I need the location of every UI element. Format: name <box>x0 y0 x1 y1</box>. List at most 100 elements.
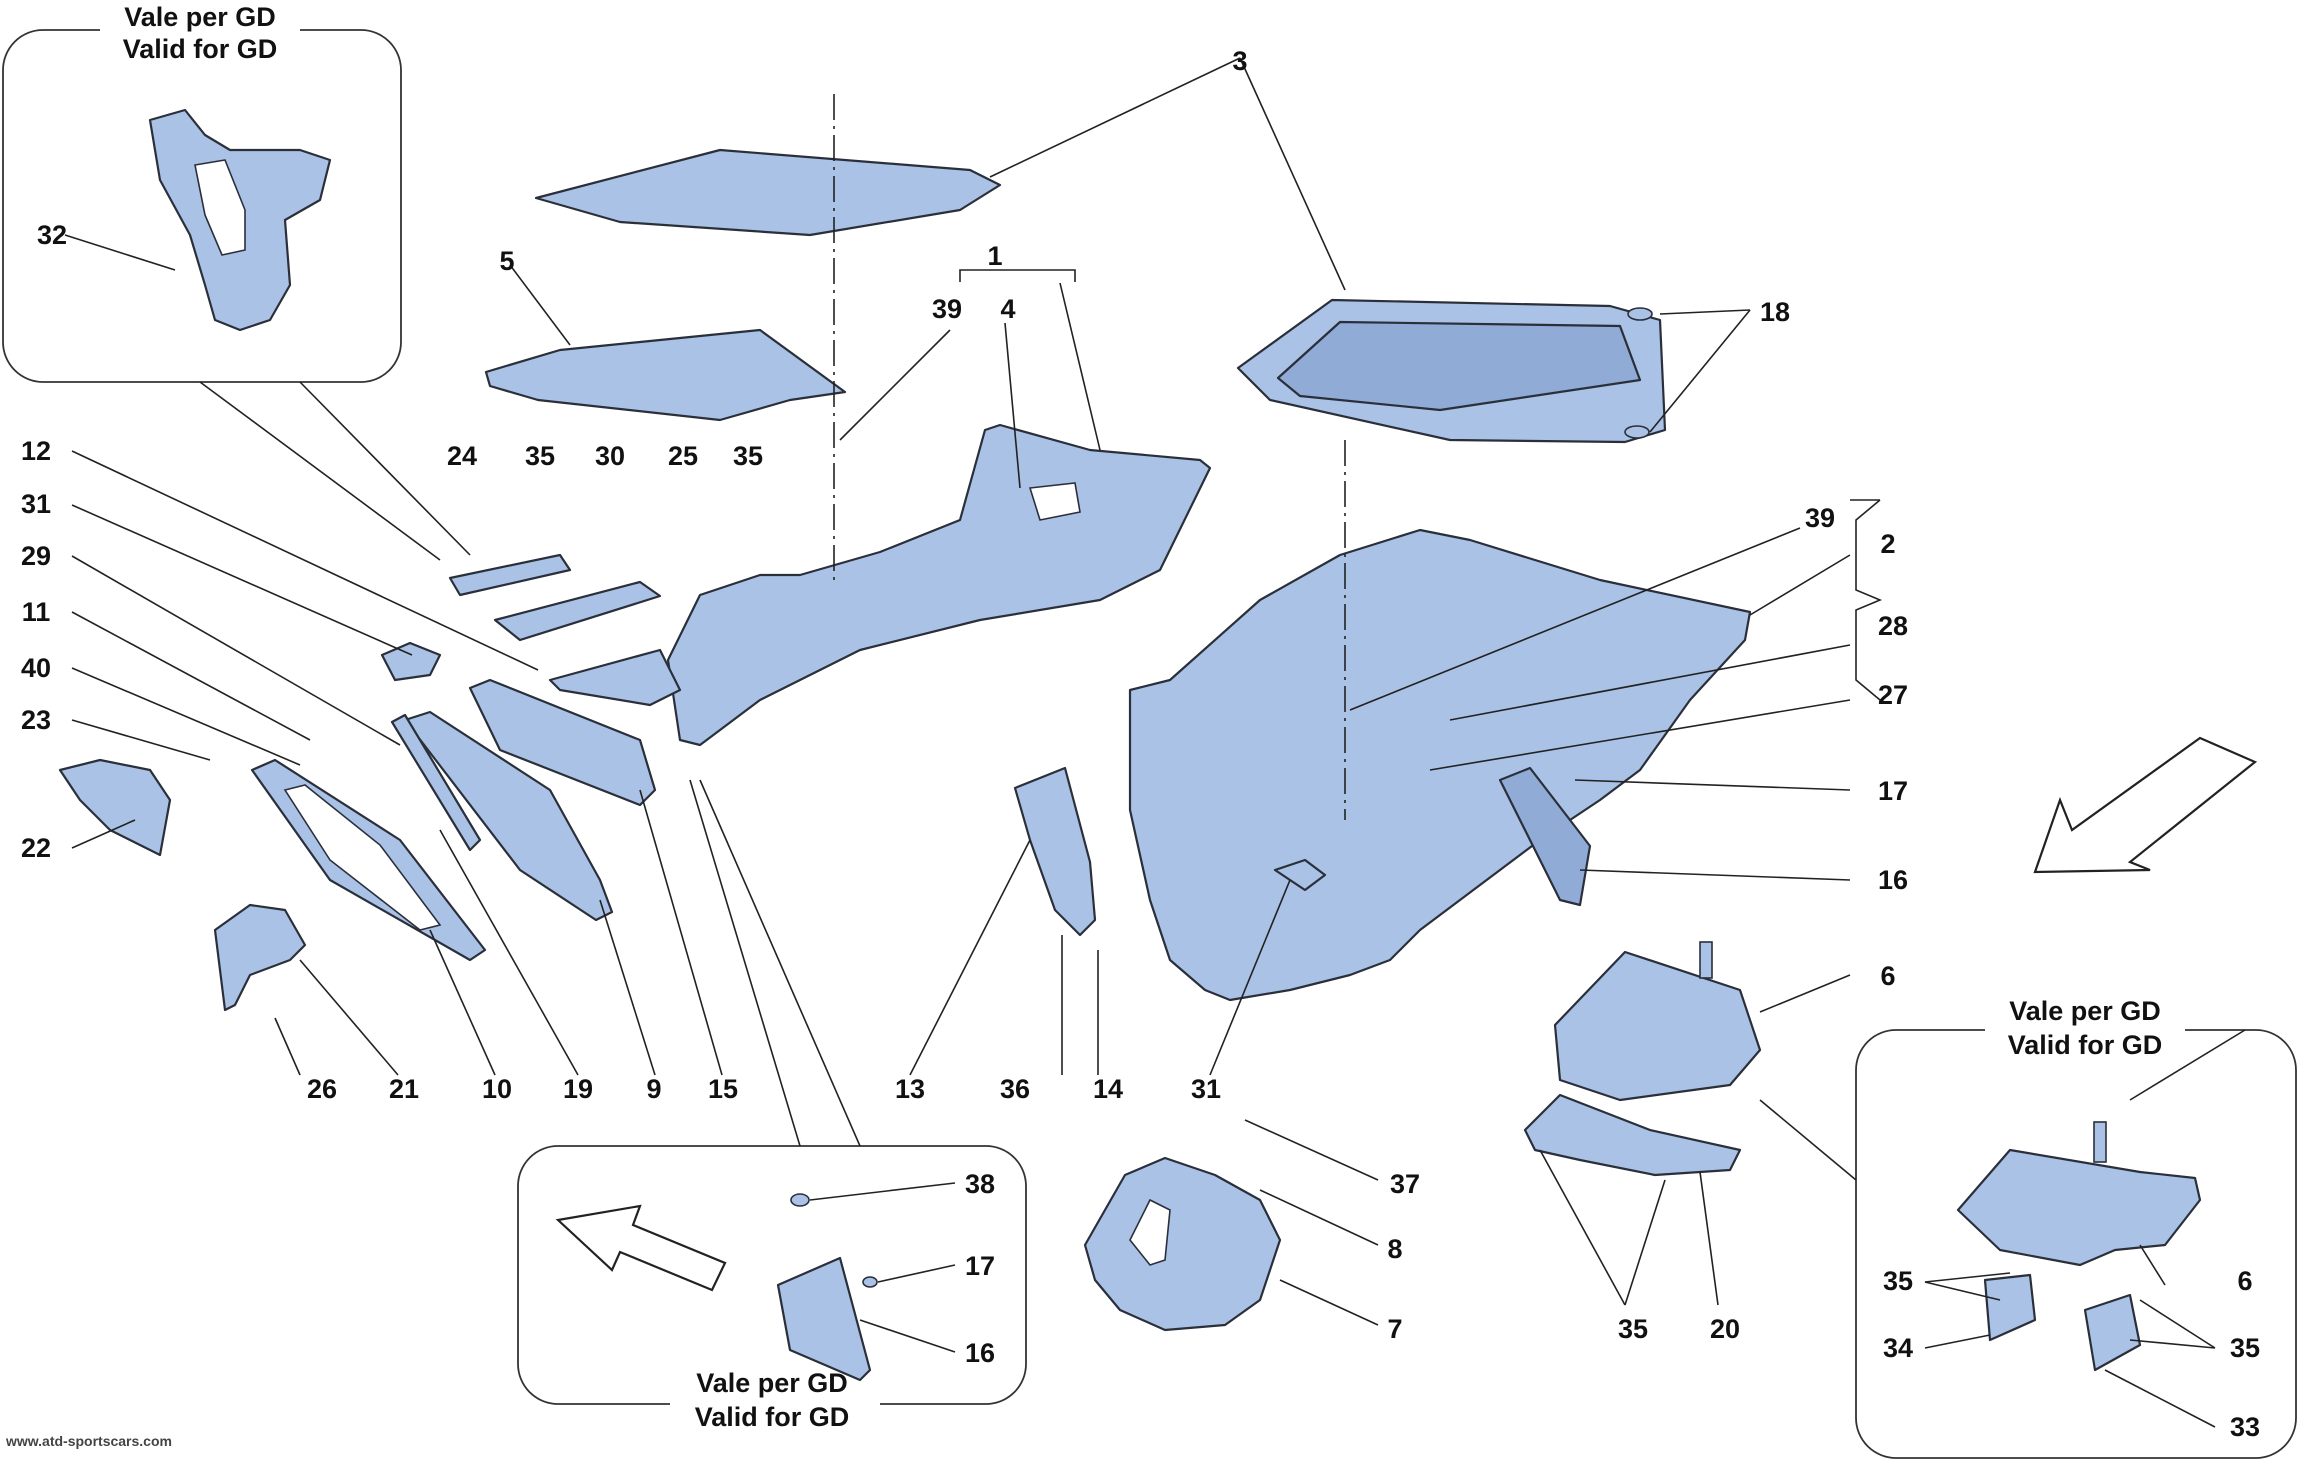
leader-line <box>71 719 211 761</box>
leader-line <box>439 829 579 1076</box>
callout-label: 38 <box>965 1169 995 1199</box>
leader-line <box>1759 974 1851 1013</box>
part-18-clip <box>1627 307 1653 321</box>
leader-line <box>1244 1119 1379 1181</box>
leader-line <box>1449 644 1851 721</box>
leader-line <box>989 57 1241 178</box>
leader-line <box>1924 1272 2011 1283</box>
leader-line <box>2104 1369 2216 1428</box>
callout-label: 16 <box>1878 865 1908 895</box>
leader-line <box>1699 1171 1719 1306</box>
callout-label: 39 <box>1805 503 1835 533</box>
part-7-opening <box>1129 1198 1171 1266</box>
leader-line <box>71 611 311 741</box>
leader-line <box>71 450 539 671</box>
part-21-shield <box>213 903 307 1012</box>
part-1-tunnel-carpet <box>666 423 1212 747</box>
callout-label: 25 <box>668 441 698 471</box>
footer-url[interactable]: www.atd-sportscars.com <box>6 1433 172 1449</box>
direction-arrow-icon <box>2033 736 2258 874</box>
callout-label: 4 <box>1000 294 1015 324</box>
inset-title-it: Vale per GD <box>696 1368 848 1398</box>
leader-line <box>509 264 571 346</box>
leader-line <box>1004 322 1021 489</box>
leader-line <box>199 381 441 561</box>
callout-label: 16 <box>965 1338 995 1368</box>
leader-line <box>2139 1299 2216 1349</box>
leader-line <box>839 329 951 441</box>
callout-label: 12 <box>21 436 51 466</box>
callout-label: 21 <box>389 1074 419 1104</box>
leader-line <box>639 789 723 1076</box>
leader-line <box>71 555 401 746</box>
part-9-panel <box>403 710 614 922</box>
callout-label: 31 <box>1191 1074 1221 1104</box>
leader-line <box>809 1182 956 1201</box>
part-32-cutout <box>194 159 246 256</box>
leader-line <box>429 929 496 1076</box>
callout-label: 36 <box>1000 1074 1030 1104</box>
leader-line <box>1624 1179 1666 1306</box>
callout-label: 22 <box>21 833 51 863</box>
callout-label: 35 <box>2230 1333 2260 1363</box>
callout-label: 14 <box>1093 1074 1123 1104</box>
leader-line <box>1349 527 1801 711</box>
leader-line <box>274 1017 301 1076</box>
leader-line <box>909 839 1031 1076</box>
leader-line <box>1649 309 1751 433</box>
part-16-inset-grille <box>776 1256 872 1382</box>
part-31-clip <box>380 641 442 682</box>
callout-label: 27 <box>1878 680 1908 710</box>
inset-title-it: Vale per GD <box>2009 996 2161 1026</box>
callout-label: 2 <box>1880 529 1895 559</box>
part-25-rail <box>493 580 662 642</box>
callout-label: 10 <box>482 1074 512 1104</box>
part-4-pad <box>1028 482 1081 521</box>
leader-line <box>1759 1099 1857 1181</box>
inset-title-en: Valid for GD <box>695 1402 850 1432</box>
part-7-shield <box>1083 1156 1282 1332</box>
part-6-inset-mat <box>1956 1148 2202 1267</box>
part-3-upper-mat <box>534 148 1002 237</box>
leader-line <box>1279 1279 1379 1326</box>
leader-line <box>71 504 413 656</box>
callout-label: 13 <box>895 1074 925 1104</box>
leader-line <box>1749 554 1851 616</box>
leader-line <box>299 381 471 556</box>
leader-line <box>1059 282 1101 451</box>
callout-label: 15 <box>708 1074 738 1104</box>
leader-line <box>599 899 656 1076</box>
callout-label: 35 <box>733 441 763 471</box>
leader-line <box>71 819 136 849</box>
leader-line <box>2139 1244 2166 1286</box>
callout-label: 6 <box>2237 1266 2252 1296</box>
leader-line <box>1659 309 1751 315</box>
callout-label: 29 <box>21 541 51 571</box>
callout-label: 24 <box>447 441 477 471</box>
callout-label: 35 <box>1618 1314 1648 1344</box>
leader-line <box>689 779 801 1147</box>
leader-line <box>1924 1334 1991 1349</box>
leader-line <box>1539 1149 1626 1306</box>
callout-label: 37 <box>1390 1169 1420 1199</box>
callout-label: 26 <box>307 1074 337 1104</box>
part-6-inset-tab <box>2093 1121 2107 1163</box>
callout-label: 17 <box>1878 776 1908 806</box>
part-38-clip <box>790 1193 810 1207</box>
leader-line <box>1239 57 1346 291</box>
leader-line <box>959 269 1076 282</box>
part-6-tab <box>1699 941 1713 979</box>
part-34-bracket <box>1983 1273 2037 1342</box>
part-22-bracket <box>58 758 172 857</box>
inset-title-en: Valid for GD <box>2008 1030 2163 1060</box>
part-10-opening <box>283 784 442 931</box>
part-5-mat <box>484 328 847 422</box>
callout-label: 35 <box>1883 1266 1913 1296</box>
leader-line <box>859 1319 956 1353</box>
callout-label: 5 <box>499 246 514 276</box>
leader-line <box>1429 699 1851 771</box>
leader-line <box>71 667 301 766</box>
leader-line <box>1574 779 1851 791</box>
part-16-grille <box>1498 766 1592 907</box>
